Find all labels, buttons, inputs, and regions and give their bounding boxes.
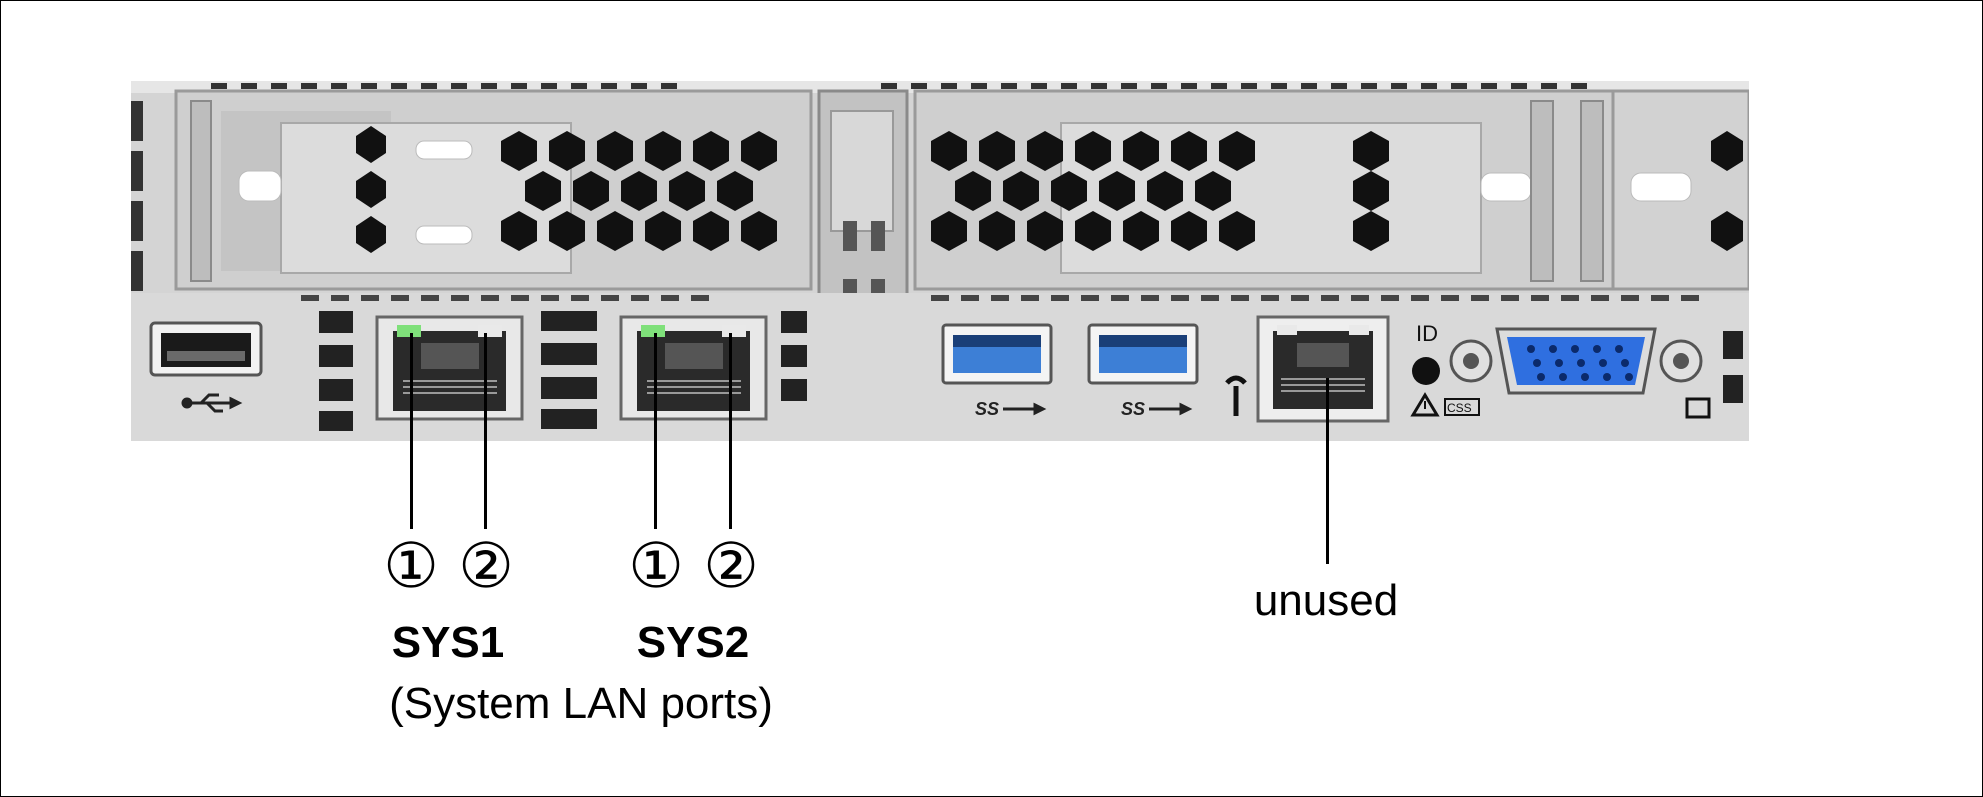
sys1-led1-callout: ①: [383, 532, 439, 601]
io-strip-vents: [301, 295, 1699, 301]
sys2-led-1: [641, 325, 665, 337]
usb-symbol-icon: [181, 393, 243, 413]
right-edge-vents: [1723, 331, 1743, 403]
sys1-led-1: [397, 325, 421, 337]
usb2-port: [149, 321, 263, 377]
mgmt-rj45-port: [1256, 315, 1390, 423]
css-badge: [1444, 398, 1480, 416]
leader-unused: [1326, 378, 1329, 564]
vga-port: [1449, 327, 1703, 395]
sys2-led2-callout: ②: [703, 532, 759, 601]
leader-sys1-led1: [410, 333, 413, 529]
sys2-led-2: [722, 325, 746, 337]
svg-text:SS: SS: [975, 399, 999, 419]
left-side-vents: [131, 101, 143, 291]
sys1-led-2: [478, 325, 502, 337]
pcie-bracket-left: [174, 89, 813, 291]
sys2-rj45-port: [619, 315, 768, 421]
pcie-bracket-right: [913, 89, 1749, 291]
top-rail-vents: [211, 83, 1587, 89]
usb3-ss-icon-2: SS: [1121, 399, 1193, 419]
id-label: ID: [1416, 321, 1438, 346]
leader-sys2-led1: [654, 333, 657, 529]
sys1-rj45-port: [375, 315, 524, 421]
vent-column-b: [541, 311, 597, 429]
service-wrench-icon: [1225, 375, 1247, 416]
warning-triangle-icon: [1410, 392, 1440, 417]
id-button: [1412, 357, 1440, 385]
usb3-port-1: [941, 323, 1053, 385]
vent-column-c: [781, 311, 807, 401]
unused-label: unused: [1253, 576, 1399, 625]
system-lan-ports-caption: (System LAN ports): [389, 679, 773, 728]
monitor-icon: [1685, 397, 1711, 419]
sys1-label: SYS1: [391, 618, 505, 667]
css-label: CSS: [1447, 401, 1472, 415]
server-rear-panel: SS SS: [131, 81, 1749, 441]
usb3-port-2: [1087, 323, 1199, 385]
sys2-label: SYS2: [636, 618, 750, 667]
leader-sys2-led2: [729, 333, 732, 529]
vent-column-a: [319, 311, 353, 431]
svg-text:SS: SS: [1121, 399, 1145, 419]
sys1-led2-callout: ②: [458, 532, 514, 601]
usb3-ss-icon-1: SS: [975, 399, 1047, 419]
sys2-led1-callout: ①: [628, 532, 684, 601]
leader-sys1-led2: [484, 333, 487, 529]
